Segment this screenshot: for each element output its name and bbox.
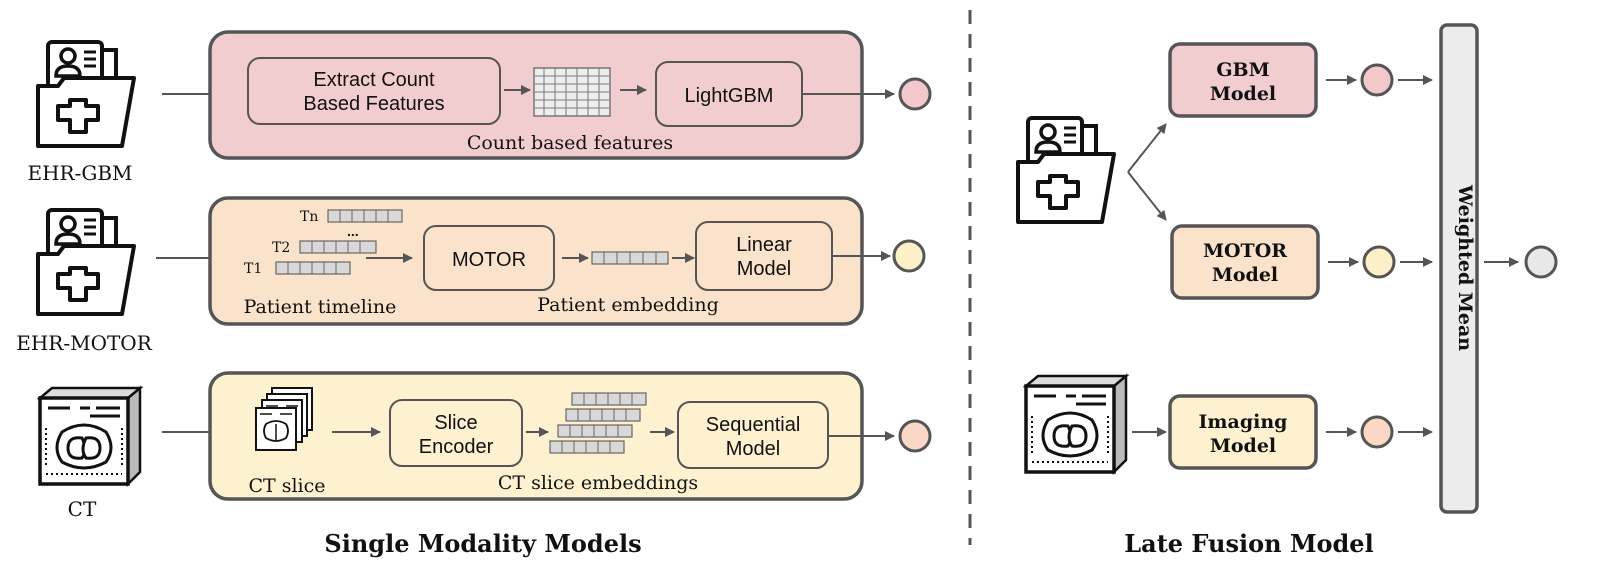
motor-fusion-node: [1362, 245, 1396, 279]
gbm-caption: Count based features: [467, 132, 673, 154]
motor-model-label-2: Model: [1212, 264, 1278, 286]
patient-embedding-vector: [591, 251, 669, 265]
gbm-output-node: [898, 77, 932, 111]
ehr-record-icon: [36, 40, 136, 148]
gbm-model-label-2: Model: [1210, 83, 1276, 105]
motor-model-box: [1170, 224, 1320, 300]
patient-embedding-caption: Patient embedding: [537, 294, 719, 316]
single-modality-title: Single Modality Models: [324, 529, 641, 558]
input-label-ehr-motor: EHR-MOTOR: [16, 331, 152, 355]
gbm-model-label-1: GBM: [1216, 59, 1269, 81]
motor-encoder-box: [423, 225, 555, 291]
timeline-tn-label: Tn: [300, 209, 318, 225]
arrow: [1127, 171, 1167, 221]
input-label-ct: CT: [68, 497, 97, 521]
motor-encoder-label: MOTOR: [452, 249, 526, 271]
timeline-ellipsis: ...: [347, 223, 359, 239]
extract-features-box: [247, 57, 501, 125]
row-ehr-gbm: EHR-GBM Extract Count Based Features Lig…: [27, 30, 932, 185]
row-ehr-motor: EHR-MOTOR Tn ... T2 T1 MOTOR: [16, 196, 926, 355]
sequential-model-label-2: Model: [726, 438, 780, 460]
gbm-model-box: [1168, 42, 1318, 118]
extract-features-label-1: Extract Count: [313, 69, 435, 91]
slice-encoder-label-1: Slice: [434, 412, 477, 434]
extract-features-label-2: Based Features: [303, 93, 444, 115]
imaging-model-label-2: Model: [1210, 435, 1276, 457]
gbm-fusion-node: [1360, 63, 1394, 97]
late-fusion-section: GBM Model MOTOR Model Imaging Model Weig…: [1016, 23, 1558, 514]
row-ct: CT CT slice Slice Encoder Sequential Mod…: [38, 371, 932, 521]
ct-output-node: [898, 419, 932, 453]
slice-encoder-box: [389, 399, 523, 467]
weighted-mean-label: Weighted Mean: [1454, 184, 1476, 351]
arrow: [1127, 123, 1167, 173]
feature-grid-icon: [533, 67, 611, 117]
timeline-t2-label: T2: [272, 240, 290, 256]
ehr-record-icon: [1016, 116, 1116, 224]
ct-embeddings-caption: CT slice embeddings: [498, 472, 698, 494]
imaging-model-box: [1168, 394, 1318, 470]
patient-timeline: Tn ... T2 T1: [244, 209, 403, 277]
linear-model-label-2: Model: [737, 258, 791, 280]
ct-scanner-icon: [1024, 374, 1128, 474]
ct-slice-caption: CT slice: [248, 475, 325, 497]
weighted-mean-box: [1439, 23, 1479, 514]
ct-scanner-icon: [38, 386, 142, 486]
input-label-ehr-gbm: EHR-GBM: [27, 161, 132, 185]
late-fusion-title: Late Fusion Model: [1124, 529, 1373, 558]
motor-output-node: [892, 239, 926, 273]
imaging-fusion-node: [1360, 415, 1394, 449]
timeline-t1-label: T1: [244, 261, 262, 277]
ct-slice-embeddings: [549, 392, 647, 454]
sequential-model-label-1: Sequential: [706, 414, 801, 436]
final-output-node: [1524, 245, 1558, 279]
motor-model-label-1: MOTOR: [1203, 240, 1287, 262]
ehr-record-icon: [36, 208, 136, 316]
imaging-model-label-1: Imaging: [1199, 411, 1288, 433]
patient-timeline-caption: Patient timeline: [244, 296, 397, 318]
lightgbm-label: LightGBM: [685, 85, 774, 107]
linear-model-label-1: Linear: [736, 234, 792, 256]
slice-encoder-label-2: Encoder: [419, 436, 494, 458]
